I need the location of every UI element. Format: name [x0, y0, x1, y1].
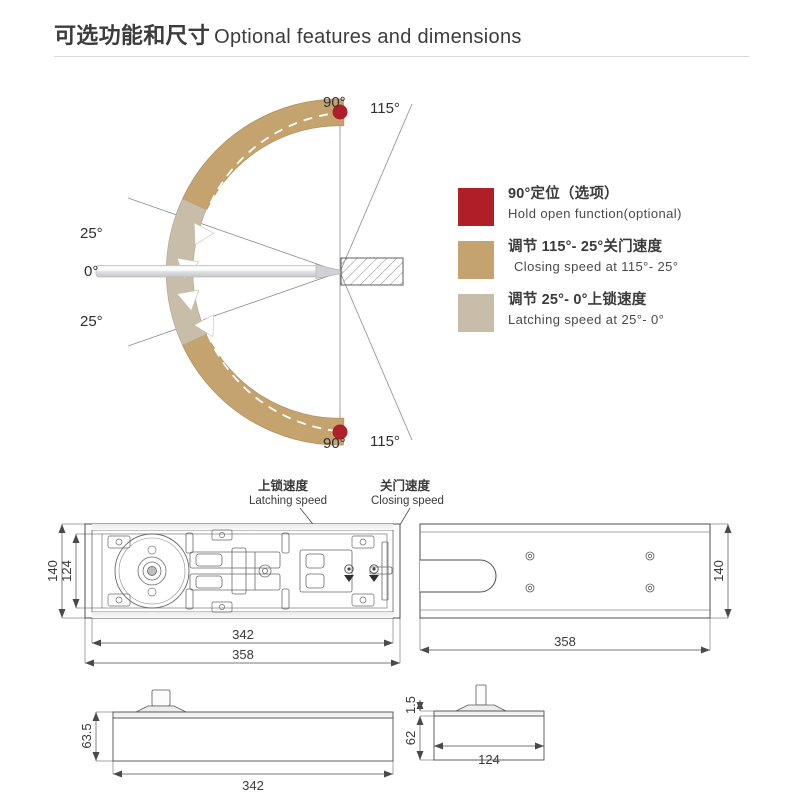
technical-drawings: 上锁速度 Latching speed 关门速度 Closing speed 1… — [0, 468, 800, 800]
legend-label-en: Latching speed at 25°- 0° — [508, 312, 665, 327]
cover-plate-group — [419, 523, 732, 654]
side-elevation-group — [416, 684, 545, 761]
door-leaf — [95, 264, 343, 280]
page-title-cn: 可选功能和尺寸 — [54, 23, 211, 48]
legend-label-cn: 调节 25°- 0°上锁速度 — [508, 292, 647, 308]
direction-arrow-4 — [193, 314, 215, 338]
axis-25deg-upper-line — [127, 197, 341, 273]
callout-latching-en: Latching speed — [249, 495, 327, 507]
hold-open-dot-upper — [332, 104, 348, 120]
dim-label-1p5: 1.5 — [403, 696, 418, 714]
dim-1p5 — [416, 700, 434, 712]
dim-140-plan — [58, 523, 85, 619]
dim-342-plan — [91, 618, 394, 647]
dim-358-plate — [419, 618, 711, 654]
legend-text-closing-speed: 调节 115°- 25°关门速度 Closing speed at 115°- … — [508, 237, 758, 276]
legend-item-latching-speed: 调节 25°- 0°上锁速度 Latching speed at 25°- 0° — [458, 292, 758, 345]
legend-label-en: Hold open function(optional) — [508, 206, 682, 221]
angle-label-0: 0° — [84, 263, 99, 280]
header-divider — [54, 56, 749, 57]
dim-label-342-plan: 342 — [232, 627, 254, 642]
legend-label-cn: 调节 115°- 25°关门速度 — [508, 239, 663, 255]
angle-label-115-top: 115° — [370, 100, 400, 117]
dim-140-plate — [710, 523, 732, 619]
door-frame-block — [340, 257, 404, 286]
dim-label-124-plan: 124 — [59, 560, 74, 582]
dim-342-front — [112, 761, 394, 778]
dim-label-358-plate: 358 — [554, 634, 576, 649]
direction-arrow-1 — [193, 222, 215, 246]
legend-text-latching-speed: 调节 25°- 0°上锁速度 Latching speed at 25°- 0° — [508, 290, 758, 329]
plan-view-group — [58, 523, 401, 667]
dim-label-140-plan: 140 — [45, 560, 60, 582]
legend-label-en: Closing speed at 115°- 25° — [514, 259, 679, 274]
page-title-en: Optional features and dimensions — [214, 26, 522, 48]
dim-63p5 — [92, 711, 113, 762]
arc-diagram-svg — [95, 98, 413, 446]
legend-item-hold-open: 90°定位（选项） Hold open function(optional) — [458, 186, 758, 239]
angle-label-25-lower: 25° — [80, 313, 103, 330]
legend: 90°定位（选项） Hold open function(optional) 调… — [458, 186, 758, 345]
axis-25deg-lower-line — [127, 271, 341, 347]
direction-arrow-3 — [176, 289, 200, 312]
band-centerline — [194, 111, 344, 433]
axis-115deg-lower-line — [339, 271, 413, 441]
legend-swatch-hold-open — [458, 188, 494, 226]
dim-62 — [416, 715, 434, 761]
dim-label-124-side: 124 — [478, 752, 500, 767]
technical-drawings-svg: 上锁速度 Latching speed 关门速度 Closing speed 1… — [45, 478, 732, 793]
hold-open-dot-lower — [332, 424, 348, 440]
dim-label-358-plan: 358 — [232, 647, 254, 662]
angle-label-90-bottom: 90° — [323, 435, 346, 452]
angle-label-25-upper: 25° — [80, 225, 103, 242]
legend-swatch-latching-speed — [458, 294, 494, 332]
legend-label-cn: 90°定位（选项） — [508, 186, 619, 202]
legend-text-hold-open: 90°定位（选项） Hold open function(optional) — [508, 184, 758, 223]
dim-358-plan — [84, 618, 401, 667]
axis-115deg-upper-line — [339, 103, 413, 273]
dim-label-63p5: 63.5 — [79, 723, 94, 748]
legend-item-closing-speed: 调节 115°- 25°关门速度 Closing speed at 115°- … — [458, 239, 758, 292]
dim-label-62: 62 — [403, 731, 418, 745]
legend-swatch-closing-speed — [458, 241, 494, 279]
callout-closing-en: Closing speed — [371, 495, 444, 507]
angle-label-90-top: 90° — [323, 94, 346, 111]
callout-latching-cn: 上锁速度 — [258, 478, 309, 493]
callout-closing-cn: 关门速度 — [380, 478, 431, 493]
front-elevation-group — [92, 689, 394, 778]
dim-124-plan — [72, 533, 102, 609]
dim-label-342-front: 342 — [242, 778, 264, 793]
dim-label-140-plate: 140 — [711, 560, 726, 582]
arc-diagram: 90° 115° 25° 0° 25° 90° 115° — [60, 70, 480, 470]
angle-label-115-bottom: 115° — [370, 433, 400, 450]
closing-speed-band-lower — [182, 333, 345, 446]
